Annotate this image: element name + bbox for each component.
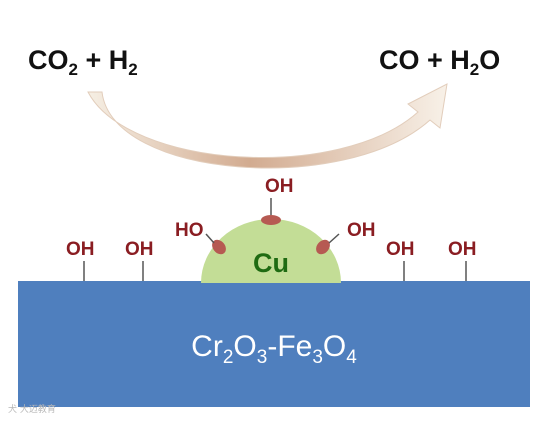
hydroxyl-bump-top xyxy=(261,215,281,225)
reactants-text: CO2 + H2 xyxy=(28,45,138,79)
cu-nanoparticle: Cu xyxy=(201,198,341,283)
bond-left xyxy=(205,233,215,244)
hydroxyl-label-cu-left: HO xyxy=(175,220,204,241)
support-block xyxy=(18,281,530,407)
hydroxyl-label-cu-right: OH xyxy=(347,220,376,241)
hydroxyl-bump-left xyxy=(212,239,226,255)
surface-hydroxyls: OH OH OH OH xyxy=(66,239,477,281)
hydroxyl-label-cu-top: OH xyxy=(265,176,294,197)
watermark-text: 犬 大迈教育 xyxy=(8,403,56,415)
cu-label: Cu xyxy=(253,248,289,278)
bond-right xyxy=(328,233,340,244)
reaction-arrow xyxy=(87,83,448,169)
hydroxyl-bump-right xyxy=(316,239,330,255)
cu-dome xyxy=(201,219,341,283)
hydroxyl-label-surface: OH xyxy=(125,239,154,260)
hydroxyl-label-surface: OH xyxy=(66,239,95,260)
hydroxyl-label-surface: OH xyxy=(386,239,415,260)
support-label: Cr2O3-Fe3O4 xyxy=(191,330,357,368)
hydroxyl-label-surface: OH xyxy=(448,239,477,260)
products-text: CO + H2O xyxy=(379,45,500,79)
